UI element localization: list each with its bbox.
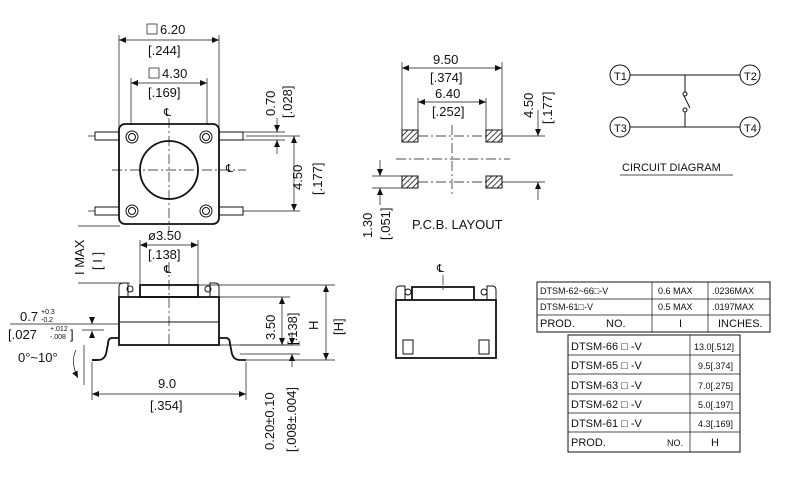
corner-post xyxy=(125,130,139,144)
t2-row4-h: 5.0[.197] xyxy=(698,400,733,410)
pcb-pad xyxy=(401,175,419,189)
dim-lead-thickness-in: [.027 xyxy=(8,327,37,342)
centerline-mark: ℄ xyxy=(225,163,233,175)
tol-in-dn: -.008 xyxy=(50,334,66,341)
pcb-pad-w: 1.30 xyxy=(360,213,375,238)
lead-top-left xyxy=(94,131,120,141)
t2-foot-h: H xyxy=(711,437,719,449)
t2-row1-prod: DTSM-66 □ -V xyxy=(571,341,642,353)
centerline-mark: ℄ xyxy=(436,263,444,275)
dim-overall-len: 9.0 xyxy=(158,376,176,391)
dim-standoff: 0.20±0.10 xyxy=(262,392,277,450)
pcb-layout: 9.50 [.374] 6.40 [.252] 4.50 [.177] 1.30… xyxy=(360,52,555,240)
terminal-t2-label: T2 xyxy=(744,71,757,83)
lead-right xyxy=(219,337,246,361)
pcb-inner-in: [.252] xyxy=(432,104,465,119)
side-view-2: ℄ xyxy=(395,263,497,359)
top-view: 6.20 [.244] 4.30 [.169] ℄ ℄ xyxy=(88,22,325,232)
lead-bottom-right xyxy=(218,206,244,216)
t2-row3-h: 7.0[.275] xyxy=(698,381,733,391)
t1-foot-prod: PROD. xyxy=(540,318,575,330)
t1-row1-inch: .0236MAX xyxy=(712,286,754,296)
tol-in-up: +.012 xyxy=(50,326,68,333)
circuit-diagram: T1 T2 T3 T4 CIRCUIT DIAGRAM xyxy=(609,64,761,176)
pcb-inner: 6.40 xyxy=(435,86,460,101)
pcb-title: P.C.B. LAYOUT xyxy=(412,217,503,232)
circuit-title: CIRCUIT DIAGRAM xyxy=(622,162,721,174)
square-symbol-icon xyxy=(146,23,158,35)
dim-angle: 0°~10° xyxy=(18,350,58,365)
t2-row2-h: 9.5[.374] xyxy=(698,361,733,371)
body-side-2 xyxy=(395,299,497,359)
t1-row1-i: 0.6 MAX xyxy=(658,286,693,296)
body-side xyxy=(118,296,220,346)
dim-standoff-in: [.008±.004] xyxy=(284,387,299,452)
t2-row3-prod: DTSM-63 □ -V xyxy=(571,380,642,392)
pcb-outer: 9.50 xyxy=(433,52,458,67)
dim-i-bracket: [ I ] xyxy=(90,252,105,270)
switch-contact xyxy=(683,95,691,109)
dim-h: H xyxy=(306,321,321,330)
dim-close-bracket: ] xyxy=(70,327,74,342)
pcb-pad xyxy=(485,129,503,143)
t2-row1-h: 13.0[.512] xyxy=(694,342,734,352)
dim-body-height: 3.50 xyxy=(263,315,278,340)
lead-foot xyxy=(402,339,414,355)
lead-top-right xyxy=(218,131,244,141)
terminal-t1-label: T1 xyxy=(614,71,627,83)
plunger-side-2 xyxy=(411,286,475,300)
dim-lead-pitch: 4.50 xyxy=(290,165,305,190)
t1-row2-inch: .0197MAX xyxy=(712,302,754,312)
dim-body-height-in: [.138] xyxy=(285,312,300,345)
t2-row5-prod: DTSM-61 □ -V xyxy=(571,418,642,430)
lead-left xyxy=(92,337,119,361)
dim-plunger-dia-in: [.138] xyxy=(148,247,181,262)
t1-row1-prod: DTSM-62~66□-V xyxy=(540,286,608,296)
dim-inner-size: 4.30 xyxy=(162,66,187,81)
pcb-outer-in: [.374] xyxy=(430,70,463,85)
lead-bottom-left xyxy=(94,206,120,216)
pcb-pad-w-in: [.051] xyxy=(378,207,393,240)
dim-body-size: 6.20 xyxy=(160,22,185,37)
tol-dn: -0.2 xyxy=(41,317,53,324)
dim-lead-width-in: [.028] xyxy=(280,85,295,118)
t1-foot-i: I xyxy=(679,318,682,330)
dim-body-size-in: [.244] xyxy=(148,43,181,58)
corner-post xyxy=(199,204,213,218)
table-i-max: DTSM-62~66□-V 0.6 MAX .0236MAX DTSM-61□-… xyxy=(536,281,771,333)
terminal-t4-label: T4 xyxy=(744,123,757,135)
corner-post xyxy=(199,130,213,144)
t2-row2-prod: DTSM-65 □ -V xyxy=(571,360,642,372)
tol-up: +0.3 xyxy=(41,309,55,316)
dim-i-max: I MAX xyxy=(72,239,87,275)
dim-lead-pitch-in: [.177] xyxy=(310,162,325,195)
dim-lead-width: 0.70 xyxy=(263,91,278,116)
dim-overall-len-in: [.354] xyxy=(150,398,183,413)
t1-row2-i: 0.5 MAX xyxy=(658,302,693,312)
dim-plunger-dia: ø3.50 xyxy=(148,228,181,243)
table-h: DTSM-66 □ -V 13.0[.512] DTSM-65 □ -V 9.5… xyxy=(567,334,741,453)
pcb-pitch-in: [.177] xyxy=(540,91,555,124)
centerline-mark: ℄ xyxy=(163,107,171,119)
t2-row4-prod: DTSM-62 □ -V xyxy=(571,399,642,411)
lead-foot xyxy=(478,339,490,355)
dim-inner-size-in: [.169] xyxy=(148,85,181,100)
dim-lead-thickness: 0.7 xyxy=(20,309,38,324)
t2-foot-no: NO. xyxy=(667,438,683,448)
t2-row5-h: 4.3[.169] xyxy=(698,419,733,429)
t2-foot-prod: PROD. xyxy=(571,437,606,449)
pcb-pad xyxy=(485,175,503,189)
pcb-pitch: 4.50 xyxy=(521,93,536,118)
pcb-pad xyxy=(401,129,419,143)
t1-row2-prod: DTSM-61□-V xyxy=(540,302,593,312)
dim-h-bracket: [H] xyxy=(331,318,346,335)
terminal-t3-label: T3 xyxy=(614,123,627,135)
corner-post xyxy=(125,204,139,218)
side-view: ø3.50 [.138] ℄ I MAX [ I ] 0.7 +0.3 -0.2… xyxy=(8,225,346,452)
square-symbol-icon xyxy=(148,67,160,79)
centerline-mark: ℄ xyxy=(163,264,171,276)
t1-foot-inch: INCHES. xyxy=(718,318,763,330)
t1-foot-no: NO. xyxy=(606,318,626,330)
